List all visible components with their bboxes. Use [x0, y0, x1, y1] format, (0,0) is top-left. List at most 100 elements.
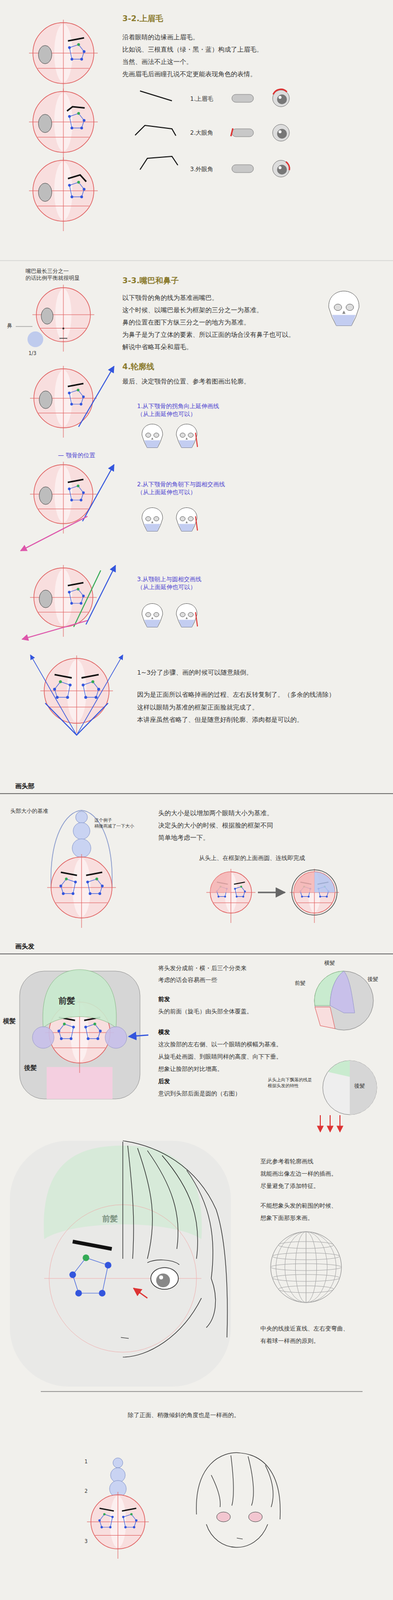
mouth-line — [37, 205, 89, 207]
mouth-line — [55, 901, 108, 903]
body-text: 从旋毛处画圆、到眼睛同样的高度、向下下垂。 — [158, 1051, 282, 1060]
region-label: 後髪 — [367, 975, 379, 983]
region-label: 横髪 — [2, 1015, 16, 1025]
hair-stroke — [147, 1258, 180, 1264]
eye-point — [97, 687, 101, 691]
front-hair — [42, 968, 117, 1027]
body-text: 1~3分了步骤、画的时候可以随意颠倒。 — [137, 667, 253, 677]
eye-point — [69, 1036, 73, 1040]
eye-point — [94, 695, 98, 699]
region-label: 前髪 — [294, 979, 306, 987]
eye-point — [100, 1524, 104, 1528]
sphere-parallel — [278, 1240, 334, 1248]
ratio-label: 1/3 — [28, 349, 37, 357]
eye-point — [76, 388, 80, 392]
nose-hole — [151, 616, 154, 619]
head-quarter — [210, 870, 231, 892]
body-text: 以下颚骨的角的线为基准画嘴巴。 — [122, 293, 219, 303]
hair-stroke — [120, 1336, 129, 1338]
eye-point — [235, 894, 238, 897]
ear-shape — [38, 183, 52, 202]
brow-line — [85, 871, 103, 875]
eye-point — [66, 695, 70, 699]
eye-point — [77, 180, 81, 184]
head-3d — [314, 970, 374, 1030]
eye-point — [240, 884, 243, 887]
eye-point — [135, 1517, 138, 1521]
body-text: 不能想象头发的範围的时候、 想象下面那形来画。 — [260, 1198, 344, 1224]
brow-line — [66, 106, 85, 112]
eye-point — [55, 695, 59, 699]
brow-line — [233, 881, 245, 884]
eye-outline — [87, 878, 103, 894]
section-divider — [0, 260, 393, 261]
size-circle — [75, 810, 88, 823]
brow-mark — [230, 128, 233, 137]
brow-mark — [285, 161, 290, 170]
eye-point — [70, 195, 74, 199]
eye-point — [96, 1036, 100, 1040]
region-label: 後髪 — [22, 1062, 39, 1072]
jaw-guide — [22, 619, 88, 639]
eye-point — [307, 894, 310, 897]
eye-point — [68, 682, 72, 686]
section-divider — [0, 792, 393, 794]
eye-point — [53, 687, 57, 691]
body-text: 鼻的位置在图下方纵三分之一的地方为基准。 — [122, 317, 251, 327]
center-line — [63, 88, 64, 163]
step-text: 3.从颚朝上与圆相交画线 （从上面延伸也可以） — [137, 574, 236, 591]
body-text: 为鼻子是为了立体的要素、所以正面的场合没有鼻子也可以。 — [122, 330, 295, 339]
fall-arrow — [339, 1114, 341, 1131]
eye-point — [80, 57, 84, 61]
skull-outline — [176, 423, 197, 448]
eye-point — [130, 1511, 133, 1515]
nose-mark — [62, 327, 65, 330]
region-label: 横髪 — [324, 958, 336, 967]
center-line — [63, 365, 64, 438]
jaw-area — [144, 523, 161, 532]
eye-point — [244, 889, 247, 892]
eye-point — [71, 891, 75, 895]
step-label: 1.上眉毛 — [190, 94, 214, 103]
brow-line — [60, 871, 78, 875]
mouth-line — [37, 137, 89, 138]
mouth-section — [15, 284, 360, 352]
mouth-line — [37, 68, 89, 69]
body-text: 除了正面、稍微倾斜的角度也是一样画的。 — [127, 1409, 240, 1418]
eye-point — [57, 1028, 61, 1032]
eye-point — [72, 1024, 76, 1028]
body-text: 简单地考虑一下。 — [158, 832, 210, 842]
eye-point — [69, 1270, 77, 1278]
sub-heading: 前发 — [158, 994, 170, 1003]
body-text: 决定头的大小的时候、根据脸的框架不同 — [158, 820, 274, 830]
body-text: 中央的线接近直线、左右变弯曲、 有着球一样画的原则。 — [260, 1321, 357, 1347]
eye-point — [98, 1028, 102, 1032]
eye-socket — [145, 612, 152, 617]
part-label: 头部大小的基准 — [10, 807, 49, 815]
eye-outline — [69, 182, 85, 197]
eye-socket — [345, 303, 354, 310]
nose-hole — [151, 520, 154, 524]
step-arrow — [257, 891, 285, 893]
body-text: 先画眉毛后画瞳孔说不定更能表现角色的表情。 — [122, 69, 257, 79]
skull-mark — [195, 611, 198, 626]
eye-socket — [188, 612, 194, 617]
sphere-parallel — [272, 1273, 340, 1281]
center-line — [63, 564, 64, 637]
section-heading: 3-2.上眉毛 — [122, 13, 164, 25]
section-divider — [0, 952, 393, 954]
eye-point — [77, 112, 81, 115]
pointer-arrow — [133, 1287, 148, 1297]
contour-section — [20, 365, 198, 735]
brow-line — [67, 37, 85, 41]
body-text: 意识到头部后面是圆的（右图） — [158, 1088, 241, 1097]
side-hair — [330, 970, 355, 1012]
eye-point — [79, 498, 83, 501]
eye-point — [70, 57, 74, 61]
eye-iris — [277, 94, 287, 105]
eye-outline — [58, 1023, 74, 1039]
front-hair — [328, 1059, 350, 1076]
jaw-guide — [76, 654, 123, 735]
eye-point — [59, 883, 63, 887]
eye-point — [86, 879, 90, 883]
